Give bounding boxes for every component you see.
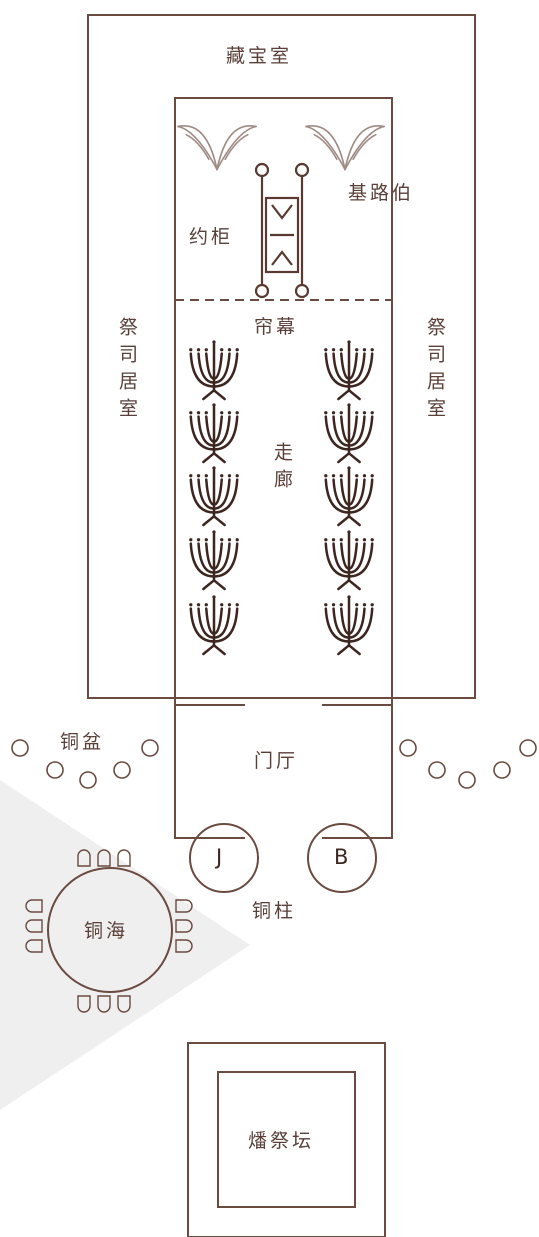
- laver-circles: [11, 739, 537, 789]
- bronze-sea: [47, 867, 173, 993]
- ark-pole-ring-icon: [294, 162, 310, 178]
- pillar-jachin: [189, 823, 259, 893]
- label-bronze-pillars: 铜柱: [252, 900, 297, 922]
- background-shading: [0, 780, 250, 1110]
- ark-pole-ring-icon: [254, 162, 270, 178]
- label-bronze-sea: 铜海: [84, 920, 129, 942]
- label-treasury: 藏宝室: [226, 45, 293, 67]
- altar-inner: [217, 1071, 356, 1208]
- label-priest-chambers-right: 祭司居室: [424, 317, 446, 425]
- label-ark: 约柜: [189, 226, 234, 248]
- label-laver: 铜盆: [60, 731, 105, 753]
- pillar-boaz: [307, 823, 377, 893]
- label-pillar-j: J: [216, 845, 223, 869]
- altar-outer: [187, 1042, 386, 1237]
- label-altar: 燔祭坛: [248, 1130, 315, 1152]
- bronze-sea-oxen: [25, 849, 193, 1013]
- ark-pole-ring-icon: [254, 283, 270, 299]
- vestibule-walls: [174, 698, 393, 839]
- label-cherubim: 基路伯: [348, 182, 415, 204]
- label-vestibule: 门厅: [254, 750, 299, 772]
- label-corridor: 走廊: [271, 442, 293, 496]
- label-pillar-b: B: [334, 845, 349, 869]
- ark-of-covenant: [254, 162, 310, 299]
- ark-pole-ring-icon: [294, 283, 310, 299]
- label-veil: 帘幕: [254, 316, 299, 338]
- label-priest-chambers-left: 祭司居室: [116, 317, 138, 425]
